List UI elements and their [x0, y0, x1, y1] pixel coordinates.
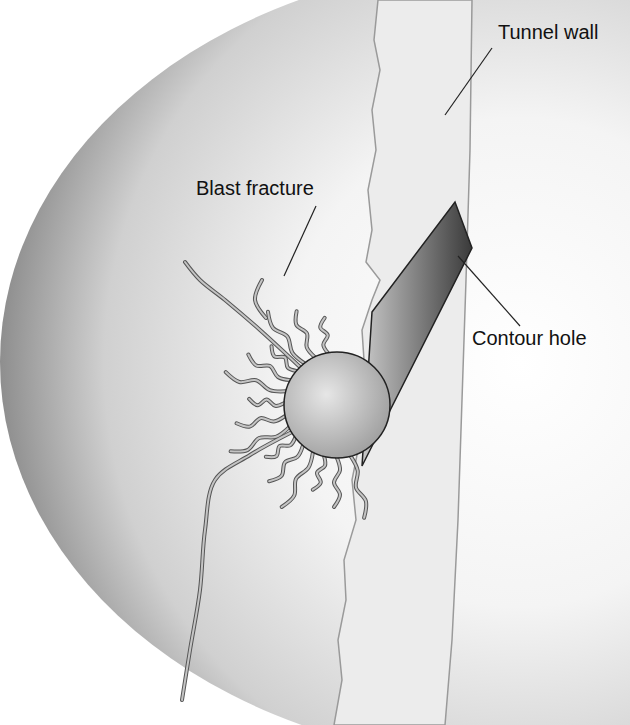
part-label: Contour hole: [472, 326, 587, 350]
fracture-line: [255, 280, 266, 318]
fracture-line: [182, 432, 292, 700]
fracture-line: [226, 372, 286, 391]
fracture-line: [248, 354, 290, 380]
fracture-line: [296, 311, 315, 357]
fracture-line: [249, 399, 284, 406]
fracture-line: [237, 416, 286, 427]
charge-chamber: [284, 352, 390, 458]
fracture-line: [231, 427, 289, 451]
leader-lines: [284, 48, 520, 326]
fracture-line: [320, 318, 328, 353]
fracture-line: [237, 416, 286, 427]
leader-line: [458, 256, 520, 326]
fracture-line: [334, 458, 340, 507]
leader-line: [445, 48, 492, 115]
part-label: Tunnel wall: [498, 20, 598, 44]
fracture-line: [351, 456, 366, 518]
leader-line: [284, 206, 316, 276]
fracture-line: [185, 262, 300, 367]
fracture-line: [334, 458, 340, 507]
fracture-line: [282, 452, 313, 507]
fracture-line: [296, 311, 315, 357]
fracture-line: [266, 438, 295, 458]
fracture-line: [351, 456, 366, 518]
fracture-line: [272, 346, 297, 371]
fracture-line: [266, 438, 295, 458]
fracture-line: [185, 262, 300, 367]
fracture-line: [249, 399, 284, 406]
fracture-line: [248, 354, 290, 380]
fracture-line: [313, 456, 325, 489]
fracture-line: [320, 318, 328, 353]
blast-fractures: [182, 262, 366, 700]
fracture-line: [182, 432, 292, 700]
part-label: Blast fracture: [196, 176, 314, 200]
fracture-line: [313, 456, 325, 489]
fracture-line: [255, 280, 266, 318]
